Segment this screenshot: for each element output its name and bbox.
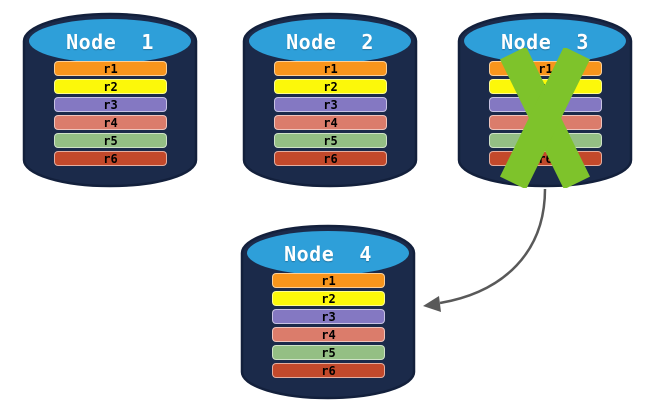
- replica-row-r3: r3: [54, 97, 167, 112]
- node-2-title: Node 2: [286, 30, 374, 54]
- node-4-title: Node 4: [284, 242, 372, 266]
- node-3: Node 3 r1 r2 r3 r4 r5 r6: [457, 8, 633, 190]
- replica-row-r5: r5: [54, 133, 167, 148]
- replica-row-r2: r2: [54, 79, 167, 94]
- replica-row-r1: r1: [274, 61, 387, 76]
- node-1-rows: r1 r2 r3 r4 r5 r6: [54, 61, 167, 166]
- replica-row-r6: r6: [272, 363, 385, 378]
- replica-row-r1: r1: [272, 273, 385, 288]
- replica-row-r3: r3: [274, 97, 387, 112]
- node-4: Node 4 r1 r2 r3 r4 r5 r6: [240, 220, 416, 402]
- replica-row-r2: r2: [274, 79, 387, 94]
- replica-row-r2: r2: [272, 291, 385, 306]
- replica-row-r4: r4: [274, 115, 387, 130]
- node-2-rows: r1 r2 r3 r4 r5 r6: [274, 61, 387, 166]
- replica-row-r5: r5: [274, 133, 387, 148]
- replica-row-r3: r3: [272, 309, 385, 324]
- replica-row-r5: r5: [272, 345, 385, 360]
- replica-row-r4: r4: [54, 115, 167, 130]
- replica-row-r6: r6: [274, 151, 387, 166]
- node-2: Node 2 r1 r2 r3 r4 r5 r6: [242, 8, 418, 190]
- node-1-title: Node 1: [66, 30, 154, 54]
- replica-row-r6: r6: [54, 151, 167, 166]
- node-4-rows: r1 r2 r3 r4 r5 r6: [272, 273, 385, 378]
- node-1: Node 1 r1 r2 r3 r4 r5 r6: [22, 8, 198, 190]
- failure-x-icon: [499, 48, 591, 188]
- replica-row-r1: r1: [54, 61, 167, 76]
- replica-row-r4: r4: [272, 327, 385, 342]
